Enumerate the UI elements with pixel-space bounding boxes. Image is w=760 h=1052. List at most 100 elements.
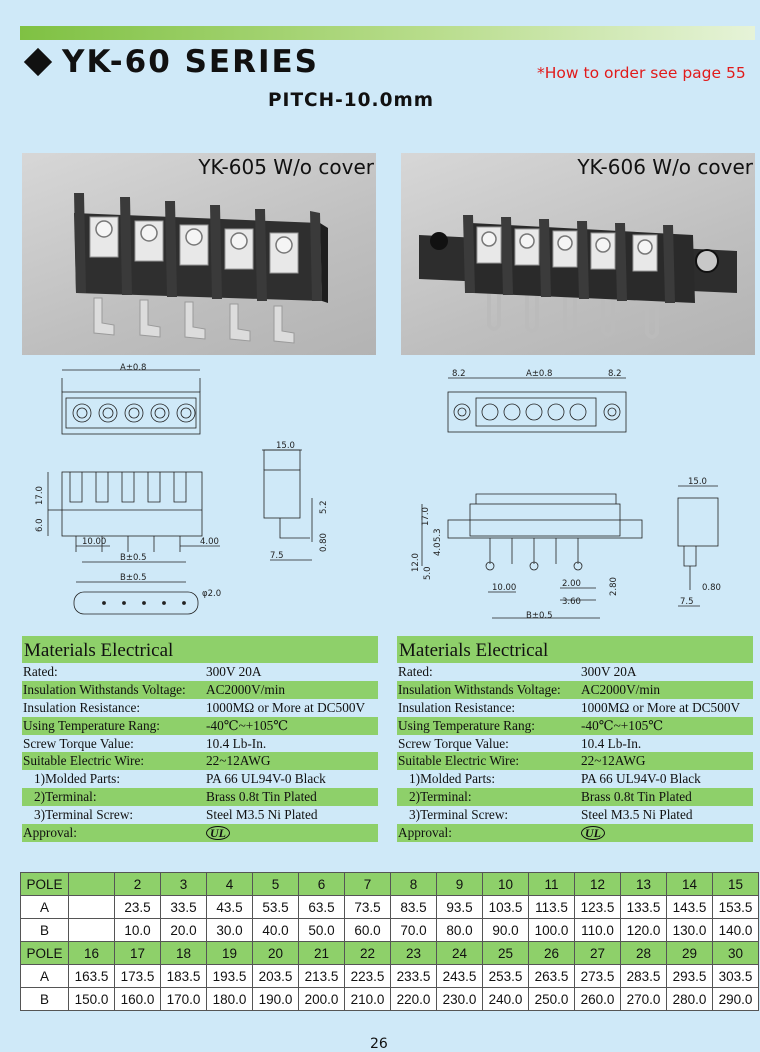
dim-width: 15.0 bbox=[688, 477, 707, 487]
order-note: *How to order see page 55 bbox=[537, 64, 746, 82]
table-cell: 260.0 bbox=[574, 987, 621, 1011]
dim-s1: 5.2 bbox=[319, 500, 329, 514]
table-cell: 143.5 bbox=[666, 895, 713, 919]
table-cell: 53.5 bbox=[252, 895, 299, 919]
photo-caption: YK-606 W/o cover bbox=[577, 155, 753, 179]
table-cell: 93.5 bbox=[436, 895, 483, 919]
table-cell: 120.0 bbox=[620, 918, 667, 942]
dim-foot: 6.0 bbox=[35, 518, 45, 532]
table-cell: 80.0 bbox=[436, 918, 483, 942]
table-cell bbox=[68, 895, 115, 919]
table-cell: 40.0 bbox=[252, 918, 299, 942]
table-cell: 243.5 bbox=[436, 964, 483, 988]
spec-row: Insulation Resistance:1000MΩ or More at … bbox=[398, 699, 741, 715]
spec-row: 2)Terminal:Brass 0.8t Tin Plated bbox=[22, 788, 378, 807]
table-cell: 283.5 bbox=[620, 964, 667, 988]
dim-m1: 8.2 bbox=[452, 369, 466, 379]
dim-m2: 8.2 bbox=[608, 369, 622, 379]
row-header: B bbox=[20, 987, 69, 1011]
series-title: YK-60 SERIES bbox=[22, 44, 319, 80]
table-cell: 220.0 bbox=[390, 987, 437, 1011]
spec-row: Approval:UL bbox=[397, 824, 753, 842]
page-number: 26 bbox=[370, 1036, 388, 1052]
table-cell: 27 bbox=[574, 941, 621, 965]
table-cell: 29 bbox=[666, 941, 713, 965]
header-bar bbox=[20, 26, 755, 40]
table-cell: 113.5 bbox=[528, 895, 575, 919]
materials-right: Materials Electrical Rated:300V 20A Insu… bbox=[397, 636, 753, 842]
spec-row: Suitable Electric Wire:22~12AWG bbox=[397, 752, 753, 771]
dim-p1: 2.00 bbox=[562, 579, 581, 589]
table-cell: 24 bbox=[436, 941, 483, 965]
dim-h4: 12.0 bbox=[411, 553, 421, 572]
series-title-text: YK-60 SERIES bbox=[62, 44, 319, 80]
table-cell: 19 bbox=[206, 941, 253, 965]
table-cell: 163.5 bbox=[68, 964, 115, 988]
table-cell: 26 bbox=[528, 941, 575, 965]
spec-row: Screw Torque Value:10.4 Lb-In. bbox=[398, 735, 642, 751]
table-cell: 21 bbox=[298, 941, 345, 965]
table-cell bbox=[68, 918, 115, 942]
table-cell: 183.5 bbox=[160, 964, 207, 988]
table-cell: 10 bbox=[482, 872, 529, 896]
table-cell: 3 bbox=[160, 872, 207, 896]
spec-row: Using Temperature Rang:-40℃~+105℃ bbox=[22, 716, 378, 735]
table-cell: 230.0 bbox=[436, 987, 483, 1011]
dim-h1: 17.0 bbox=[421, 507, 431, 526]
photo-caption: YK-605 W/o cover bbox=[198, 155, 374, 179]
table-cell: 110.0 bbox=[574, 918, 621, 942]
table-cell: 11 bbox=[528, 872, 575, 896]
table-cell: 100.0 bbox=[528, 918, 575, 942]
table-cell: 290.0 bbox=[712, 987, 759, 1011]
table-cell: 73.5 bbox=[344, 895, 391, 919]
pitch-label: PITCH-10.0mm bbox=[268, 90, 434, 111]
spec-row: Screw Torque Value:10.4 Lb-In. bbox=[23, 735, 267, 751]
table-cell: 130.0 bbox=[666, 918, 713, 942]
table-cell: 23 bbox=[390, 941, 437, 965]
dim-s3: 7.5 bbox=[270, 551, 284, 561]
dim-a: A±0.8 bbox=[526, 369, 552, 379]
table-cell: 33.5 bbox=[160, 895, 207, 919]
dim-s2: 7.5 bbox=[680, 597, 694, 607]
table-cell: 280.0 bbox=[666, 987, 713, 1011]
table-cell: 23.5 bbox=[114, 895, 161, 919]
spec-row: Using Temperature Rang:-40℃~+105℃ bbox=[397, 716, 753, 735]
table-cell: 303.5 bbox=[712, 964, 759, 988]
photo-yk605: YK-605 W/o cover bbox=[22, 153, 376, 355]
dim-height: 17.0 bbox=[35, 486, 45, 505]
table-cell: 240.0 bbox=[482, 987, 529, 1011]
row-header: A bbox=[20, 964, 69, 988]
table-cell: 223.5 bbox=[344, 964, 391, 988]
dim-s1: 0.80 bbox=[702, 583, 721, 593]
table-cell: 193.5 bbox=[206, 964, 253, 988]
table-cell: 210.0 bbox=[344, 987, 391, 1011]
spec-row: 1)Molded Parts:PA 66 UL94V-0 Black bbox=[34, 771, 326, 787]
table-cell: 43.5 bbox=[206, 895, 253, 919]
table-cell: 10.0 bbox=[114, 918, 161, 942]
drawing-yk606: 8.2 A±0.8 8.2 17.0 5.3 4.0 12.0 5.0 10.0… bbox=[411, 369, 721, 621]
table-cell: 190.0 bbox=[252, 987, 299, 1011]
dim-d: 10.00 bbox=[82, 537, 106, 547]
table-cell: 28 bbox=[620, 941, 667, 965]
table-cell: 253.5 bbox=[482, 964, 529, 988]
table-cell: 153.5 bbox=[712, 895, 759, 919]
table-cell: 12 bbox=[574, 872, 621, 896]
ul-logo-icon: UL bbox=[581, 826, 605, 841]
dim-b1: B±0.5 bbox=[120, 553, 146, 563]
table-cell: 5 bbox=[252, 872, 299, 896]
dim-p3: 2.80 bbox=[609, 577, 619, 596]
table-cell: 70.0 bbox=[390, 918, 437, 942]
dim-e: 4.00 bbox=[200, 537, 219, 547]
table-cell: 30.0 bbox=[206, 918, 253, 942]
table-cell: 273.5 bbox=[574, 964, 621, 988]
table-cell: 63.5 bbox=[298, 895, 345, 919]
dim-b2: B±0.5 bbox=[120, 573, 146, 583]
row-header: B bbox=[20, 918, 69, 942]
table-cell: 123.5 bbox=[574, 895, 621, 919]
table-cell: 9 bbox=[436, 872, 483, 896]
spec-row: Rated:300V 20A bbox=[23, 664, 262, 679]
